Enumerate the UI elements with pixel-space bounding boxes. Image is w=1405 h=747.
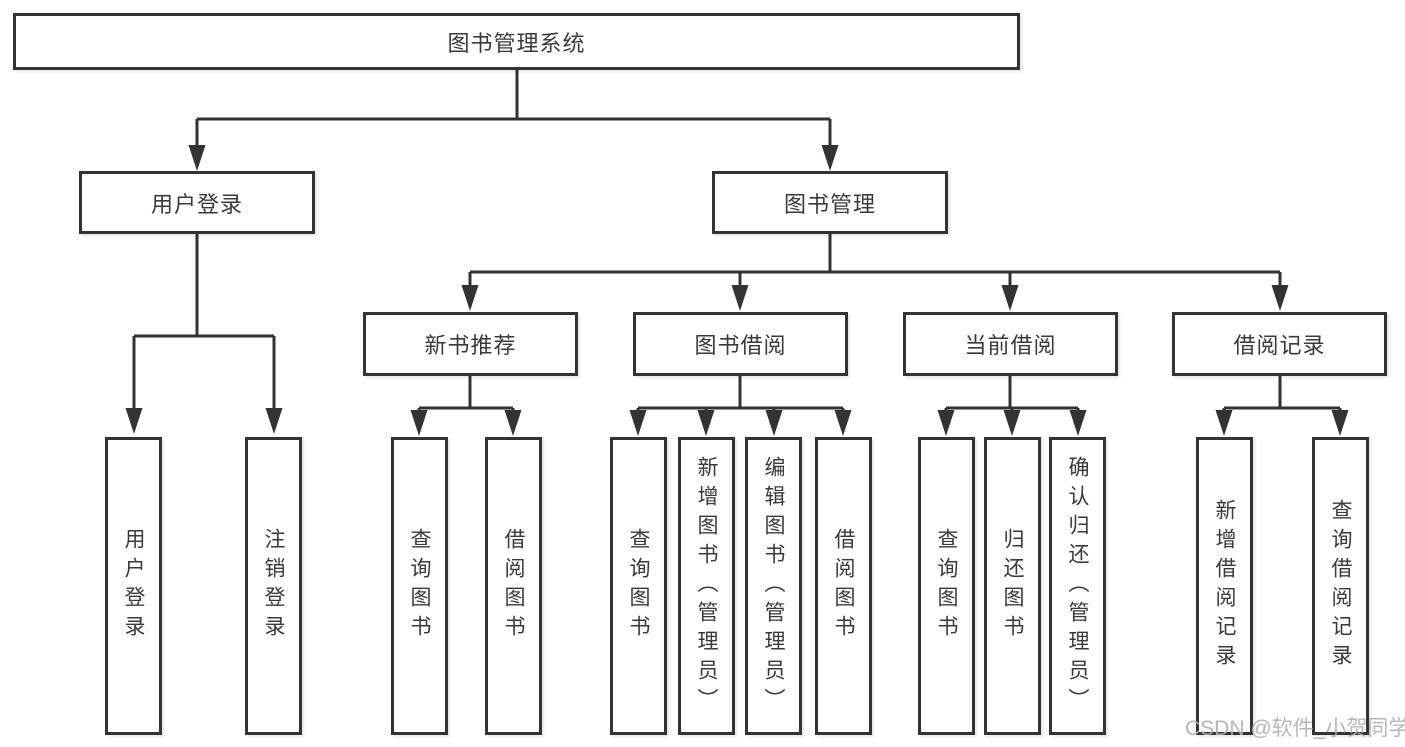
connector-new-book-rec-to-leaves	[410, 376, 522, 436]
connector-current-borrow-to-leaves	[937, 376, 1087, 436]
node-borrow-records: 借阅记录	[1172, 312, 1387, 376]
leaf-query-books-3: 查询图书	[918, 437, 975, 735]
leaf-borrow-books-1: 借阅图书	[485, 437, 542, 735]
leaf-label: 编辑图书（管理员）	[762, 455, 785, 717]
leaf-add-borrow-record: 新增借阅记录	[1196, 437, 1253, 735]
leaf-label: 新增图书（管理员）	[695, 455, 718, 717]
leaf-label: 注销登录	[262, 528, 285, 644]
leaf-query-books-1: 查询图书	[391, 437, 448, 735]
node-root: 图书管理系统	[13, 13, 1020, 70]
node-current-borrow: 当前借阅	[903, 312, 1118, 376]
connector-book-mgmt-to-level3	[461, 234, 1289, 311]
connector-user-login-to-leaves	[125, 234, 283, 434]
leaf-edit-books-admin: 编辑图书（管理员）	[745, 437, 802, 735]
leaf-return-books: 归还图书	[984, 437, 1041, 735]
connector-borrow-records-to-leaves	[1215, 376, 1349, 436]
leaf-logout: 注销登录	[245, 437, 302, 735]
leaf-label: 查询图书	[935, 528, 958, 644]
leaf-label: 查询图书	[408, 528, 431, 644]
leaf-label: 归还图书	[1001, 528, 1024, 644]
node-new-book-recommend: 新书推荐	[363, 312, 578, 376]
node-user-login-group: 用户登录	[79, 171, 315, 234]
leaf-label: 确认归还（管理员）	[1066, 455, 1089, 717]
leaf-query-books-2: 查询图书	[610, 437, 667, 735]
leaf-label: 查询图书	[627, 528, 650, 644]
leaf-borrow-books-2: 借阅图书	[815, 437, 872, 735]
leaf-query-borrow-record: 查询借阅记录	[1312, 437, 1369, 735]
connector-book-borrow-to-leaves	[629, 376, 852, 436]
csdn-watermark: CSDN @软件_小贺同学	[1185, 717, 1405, 740]
connector-root-to-level2	[188, 70, 839, 171]
leaf-confirm-return-admin: 确认归还（管理员）	[1049, 437, 1106, 735]
leaf-label: 借阅图书	[502, 528, 525, 644]
node-book-management-group: 图书管理	[712, 171, 948, 234]
leaf-label: 用户登录	[122, 528, 145, 644]
leaf-label: 新增借阅记录	[1213, 499, 1236, 673]
leaf-user-login: 用户登录	[105, 437, 162, 735]
leaf-label: 借阅图书	[832, 528, 855, 644]
leaf-label: 查询借阅记录	[1329, 499, 1352, 673]
leaf-add-books-admin: 新增图书（管理员）	[678, 437, 735, 735]
node-book-borrow: 图书借阅	[633, 312, 848, 376]
